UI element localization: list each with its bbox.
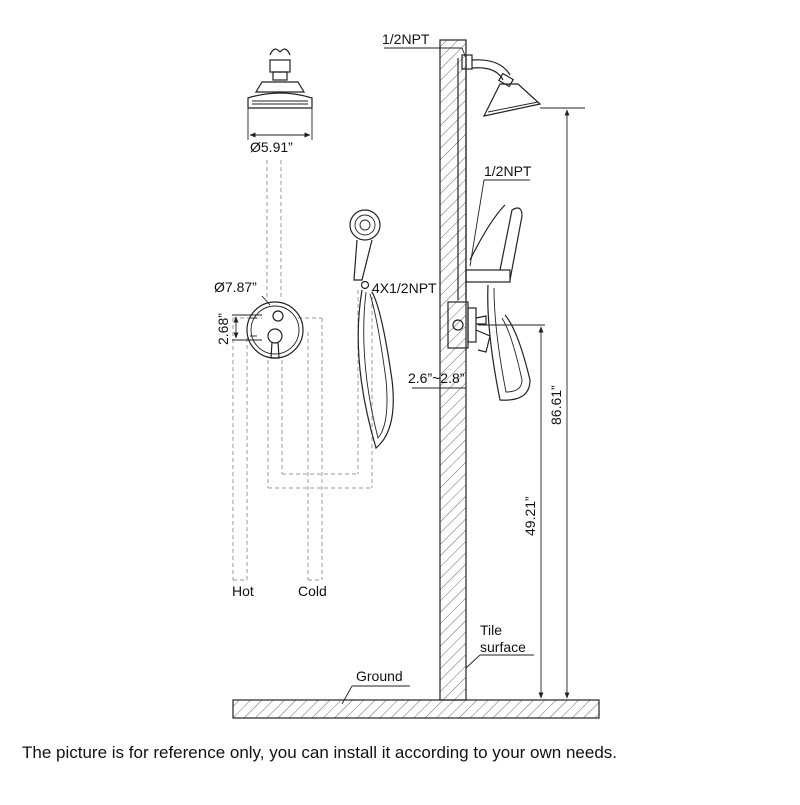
- concealed-pipes: [232, 160, 373, 581]
- depth-range-label: 2.6”~2.8”: [408, 370, 465, 386]
- ground-slab: [232, 699, 600, 719]
- tile-label-line1: Tile: [480, 622, 502, 638]
- riser-side: [457, 54, 473, 300]
- npt-handheld-label: 1/2NPT: [484, 163, 532, 179]
- height-valve-label: 49.21”: [522, 496, 538, 536]
- valve-side: [447, 301, 491, 353]
- wall: [439, 39, 467, 701]
- caption: The picture is for reference only, you c…: [22, 743, 617, 762]
- shower-head-front: [247, 48, 313, 140]
- plate-diameter-label: Ø7.87”: [214, 279, 257, 295]
- ground-label: Ground: [356, 668, 403, 684]
- valve-trim-front: [246, 301, 304, 359]
- plate-diameter-leader: [261, 295, 271, 306]
- tile-label-line2: surface: [480, 639, 526, 655]
- npt-handheld-leader: [469, 179, 485, 267]
- npt-top-label: 1/2NPT: [382, 31, 430, 47]
- tile-leader: [465, 654, 481, 669]
- handheld-front: [349, 209, 394, 450]
- depth-dimension: [412, 360, 467, 394]
- head-diameter-label: Ø5.91”: [250, 139, 293, 155]
- cold-label: Cold: [298, 583, 327, 599]
- height-dimensions: [538, 109, 570, 699]
- hot-label: Hot: [232, 583, 254, 599]
- height-total-label: 86.61”: [548, 385, 564, 425]
- handheld-side: [465, 204, 531, 401]
- shower-head-side: [471, 59, 542, 117]
- outlets-label: 4X1/2NPT: [372, 280, 437, 296]
- valve-spacing-dimension: [232, 314, 262, 341]
- valve-spacing-label: 2.68”: [215, 313, 231, 345]
- ground-leader: [341, 685, 353, 705]
